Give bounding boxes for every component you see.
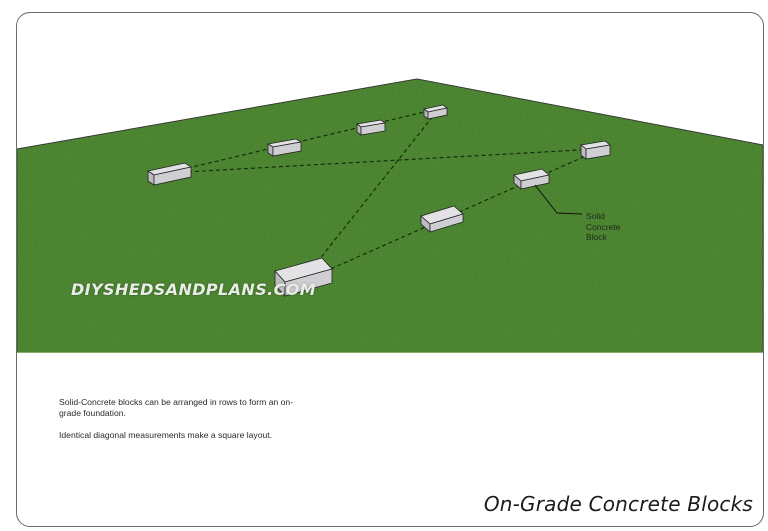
diagram-title: On-Grade Concrete Blocks <box>483 492 753 516</box>
watermark-text: DIYSHEDSANDPLANS.COM <box>71 280 317 299</box>
block-back-corner <box>423 104 448 120</box>
block-row-2 <box>266 138 303 157</box>
block-left-corner <box>146 162 193 186</box>
callout-line: Block <box>586 232 607 242</box>
concrete-blocks <box>146 104 611 298</box>
layout-lines <box>166 108 598 276</box>
callout-label: Solid Concrete Block <box>586 211 621 243</box>
callout-leader <box>534 184 583 215</box>
caption-paragraph-1: Solid-Concrete blocks can be arranged in… <box>59 397 294 418</box>
block-front-corner <box>274 257 333 298</box>
block-callout <box>513 168 550 190</box>
callout-line: Concrete <box>586 221 621 232</box>
callout-line: Solid <box>586 211 605 221</box>
caption-paragraph-2: Identical diagonal measurements make a s… <box>59 430 273 440</box>
block-row-3 <box>356 119 386 136</box>
diagram-frame: DIYSHEDSANDPLANS.COM Solid Concrete Bloc… <box>16 12 764 527</box>
block-right-corner <box>580 140 611 160</box>
grass-scene <box>17 78 763 353</box>
block-middle-right <box>420 205 464 233</box>
caption-text: Solid-Concrete blocks can be arranged in… <box>59 397 299 452</box>
